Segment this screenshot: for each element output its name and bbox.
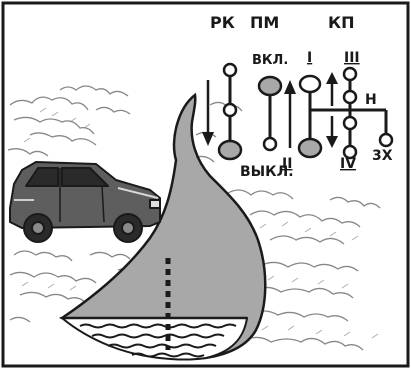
gear-1-label: I: [307, 50, 312, 66]
reverse-label: 3Х: [372, 148, 393, 164]
rk-position-neutral: [224, 104, 236, 116]
gate-node-lower: [344, 117, 356, 129]
pm-position-on: [259, 77, 281, 95]
gate-lines: [310, 74, 386, 152]
kp-down-arrow-icon: [326, 116, 338, 148]
gear-2-position: [299, 139, 321, 157]
reverse-position: [380, 134, 392, 146]
kp-label: КП: [328, 13, 354, 32]
kp-gear-pattern: КП I III II IV Н 3Х: [282, 13, 393, 172]
vkl-label: ВКЛ.: [252, 53, 288, 68]
rk-position-high: [224, 64, 236, 76]
suv-vehicle-illustration: [10, 162, 160, 242]
gear-3-label: III: [344, 50, 360, 66]
gear-2-label: II: [282, 156, 292, 172]
neutral-label: Н: [365, 92, 377, 108]
pm-up-arrow-icon: [284, 80, 296, 148]
gear-4-position: [344, 146, 356, 158]
kp-up-arrow-icon: [326, 72, 338, 106]
rk-position-low: [219, 141, 241, 159]
rk-down-arrow-icon: [202, 80, 214, 146]
rk-label: РК: [210, 13, 235, 32]
pm-selector: ПМ ВКЛ. ВЫКЛ.: [240, 13, 296, 180]
gear-1-position: [300, 76, 320, 92]
pm-label: ПМ: [250, 13, 279, 32]
gate-node-upper: [344, 91, 356, 103]
pm-position-off: [264, 138, 276, 150]
gear-3-position: [344, 68, 356, 80]
rk-selector: РК: [202, 13, 241, 159]
